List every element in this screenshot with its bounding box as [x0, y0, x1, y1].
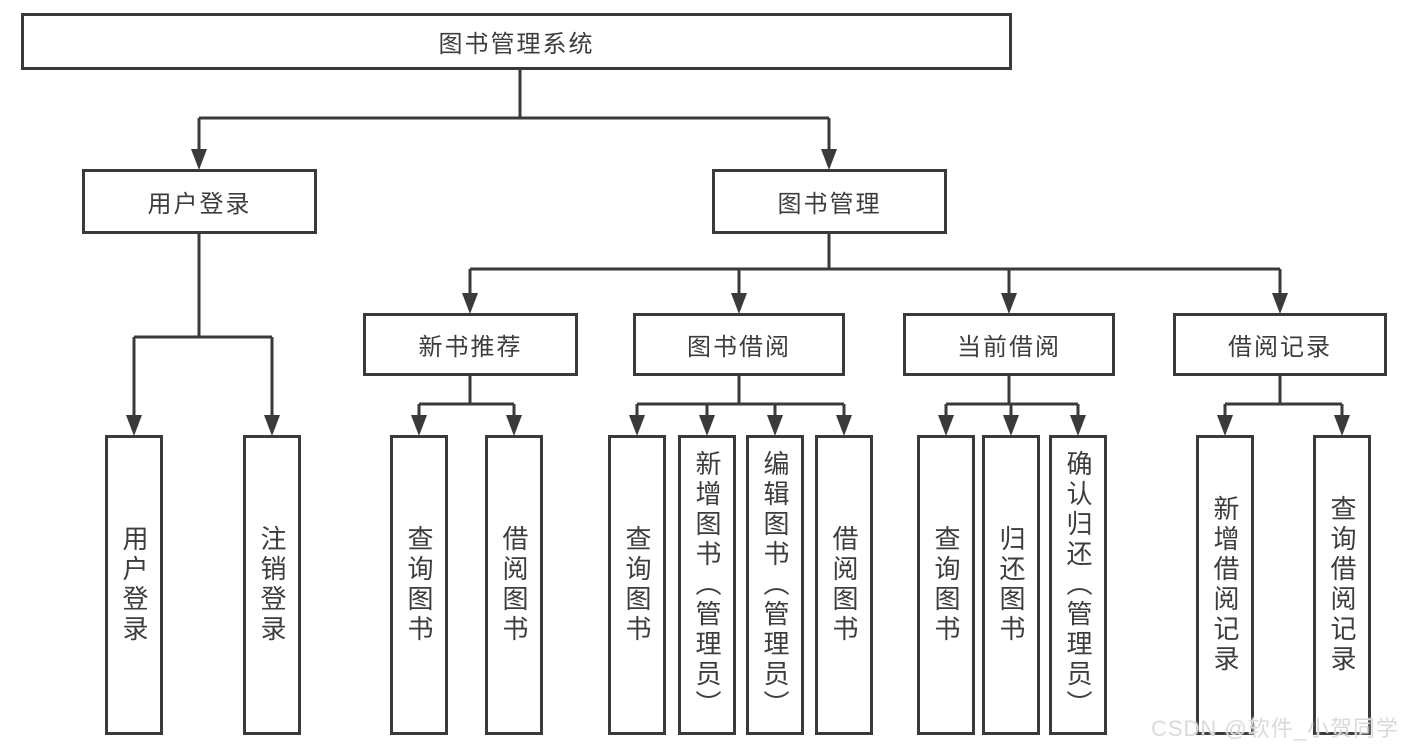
leaf-label: 编辑图书（管理员） — [760, 450, 790, 720]
node-current-borrowing: 当前借阅 — [903, 313, 1115, 376]
leaf-query-books: 查询图书 — [608, 435, 666, 735]
leaf-label: 用户登录 — [119, 525, 149, 645]
node-label: 图书管理 — [777, 191, 882, 218]
node-label: 用户登录 — [147, 191, 252, 218]
leaf-edit-books-admin: 编辑图书（管理员） — [746, 435, 804, 735]
leaf-confirm-return-admin: 确认归还（管理员） — [1049, 435, 1107, 735]
leaf-label: 查询借阅记录 — [1327, 495, 1357, 675]
node-label: 新书推荐 — [418, 334, 523, 361]
leaf-label: 新增借阅记录 — [1210, 495, 1240, 675]
leaf-return-books: 归还图书 — [982, 435, 1040, 735]
csdn-watermark: CSDN @软件_小贺同学 — [1150, 716, 1399, 741]
arrowheads — [126, 149, 1350, 436]
leaf-borrow-books: 借阅图书 — [815, 435, 873, 735]
leaf-query-books: 查询图书 — [390, 435, 448, 735]
node-book-borrowing: 图书借阅 — [633, 313, 845, 376]
node-library-management-system: 图书管理系统 — [21, 13, 1012, 70]
node-book-management: 图书管理 — [712, 169, 947, 234]
leaf-query-books: 查询图书 — [917, 435, 975, 735]
node-label: 图书管理系统 — [438, 31, 595, 58]
node-borrowing-records: 借阅记录 — [1173, 313, 1387, 376]
leaf-label: 新增图书（管理员） — [692, 450, 722, 720]
leaf-label: 查询图书 — [931, 525, 961, 645]
leaf-add-borrow-record: 新增借阅记录 — [1196, 435, 1254, 735]
leaf-add-books-admin: 新增图书（管理员） — [678, 435, 736, 735]
node-label: 当前借阅 — [957, 334, 1061, 361]
leaf-label: 查询图书 — [622, 525, 652, 645]
leaf-label: 借阅图书 — [499, 525, 529, 645]
leaf-label: 借阅图书 — [829, 525, 859, 645]
leaf-query-borrow-record: 查询借阅记录 — [1313, 435, 1371, 735]
leaf-user-login: 用户登录 — [105, 435, 163, 735]
leaf-logout: 注销登录 — [243, 435, 301, 735]
node-user-login: 用户登录 — [82, 169, 317, 234]
node-new-book-recommendation: 新书推荐 — [363, 313, 578, 376]
leaf-label: 注销登录 — [257, 525, 287, 645]
leaf-label: 归还图书 — [996, 525, 1026, 645]
leaf-borrow-books: 借阅图书 — [485, 435, 543, 735]
leaf-label: 确认归还（管理员） — [1063, 450, 1093, 720]
leaf-label: 查询图书 — [404, 525, 434, 645]
node-label: 借阅记录 — [1228, 334, 1332, 361]
node-label: 图书借阅 — [687, 334, 791, 361]
